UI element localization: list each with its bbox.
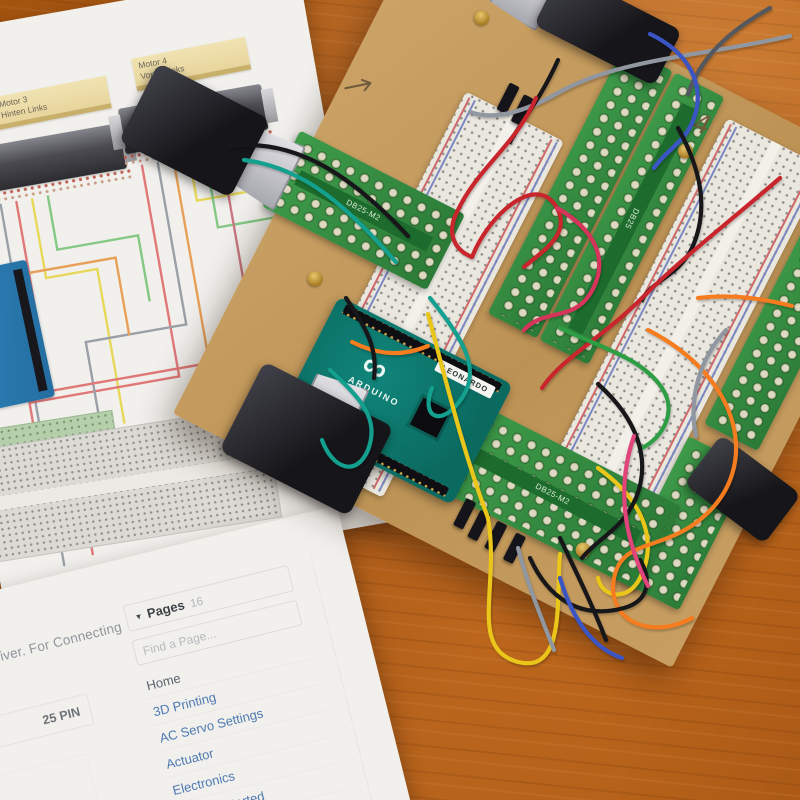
jumper-pin-housing xyxy=(484,520,508,553)
jumper-pin-housing xyxy=(502,532,527,565)
mounting-screw xyxy=(471,7,492,29)
mounting-screw xyxy=(304,268,326,289)
wiki-heading-fragment: iver. For Connecting xyxy=(0,619,124,664)
chevron-down-icon: ▼ xyxy=(133,611,144,623)
mdf-board: DB25 DB25-M2 DB25-M2 ∞ ARDUINO LEONA xyxy=(118,0,800,668)
arduino-mcu-chip xyxy=(409,397,451,438)
jumper-pin-housing xyxy=(510,94,535,126)
search-placeholder-text: Find a Page... xyxy=(141,626,218,659)
pages-count-badge: 16 xyxy=(189,595,205,611)
pages-panel-title: Pages xyxy=(145,597,187,621)
handwritten-arrow xyxy=(344,78,372,92)
faint-outline-box xyxy=(0,753,101,800)
breadboard-drawing-channel xyxy=(0,453,274,514)
pages-list: Home 3D Printing AC Servo Settings Actua… xyxy=(139,632,351,800)
jumper-pin-housing xyxy=(467,509,491,542)
